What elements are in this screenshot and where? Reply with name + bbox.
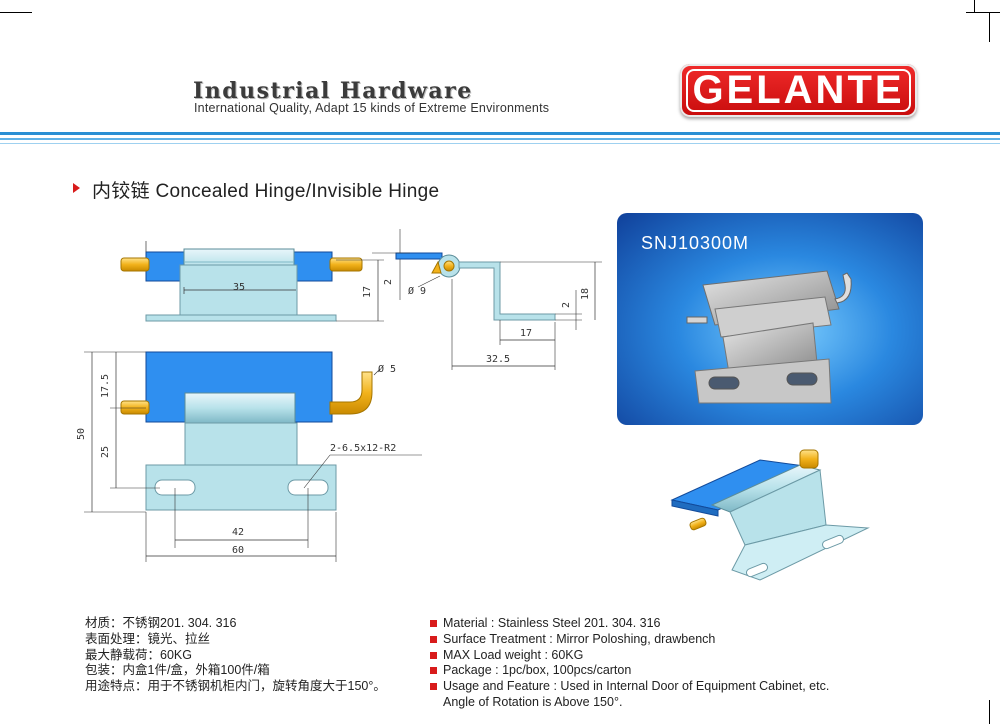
logo-text: GELANTE	[686, 68, 911, 112]
spec-en-item-cont: Angle of Rotation is Above 150°.	[430, 695, 829, 711]
bullet-icon	[430, 683, 437, 691]
spec-en-item: Package : 1pc/box, 100pcs/carton	[430, 663, 829, 679]
crop-mark	[974, 0, 975, 12]
spec-en-text: MAX Load weight : 60KG	[443, 647, 584, 662]
header-divider	[0, 132, 1000, 135]
crop-mark	[0, 12, 32, 13]
crop-mark	[989, 12, 990, 42]
spec-en-text: Material : Stainless Steel 201. 304. 316	[443, 616, 661, 630]
dim-17-5: 17.5	[100, 374, 111, 398]
spec-en-text: Surface Treatment : Mirror Poloshing, dr…	[443, 631, 716, 646]
dim-2-right: 2	[561, 302, 572, 308]
spec-cn-line: 包装：内盒1件/盒，外箱100件/箱	[85, 663, 270, 678]
spec-en-item: Material : Stainless Steel 201. 304. 316	[430, 616, 829, 632]
spec-cn-line: 最大静载荷：60KG	[85, 647, 192, 662]
top-view: 35 17	[120, 241, 384, 322]
dim-60: 60	[232, 545, 244, 556]
model-number: SNJ10300M	[641, 233, 750, 253]
side-view: 2 Ø 9 2 18 17 32.5	[372, 229, 602, 370]
spec-en-item: Surface Treatment : Mirror Poloshing, dr…	[430, 632, 829, 648]
dim-dia-5: Ø 5	[378, 363, 396, 375]
spec-cn-line: 材质：不锈钢201. 304. 316	[85, 616, 237, 630]
dim-35: 35	[233, 282, 245, 293]
brand-subtitle: International Quality, Adapt 15 kinds of…	[194, 101, 550, 115]
front-view: Ø 5 50 17.5 25 2-6.5x12-R2 42 60	[76, 351, 422, 562]
crop-mark	[966, 12, 1000, 13]
bullet-icon	[430, 651, 437, 659]
brand-title: Industrial Hardware	[193, 78, 473, 104]
specs-english: Material : Stainless Steel 201. 304. 316…	[430, 616, 829, 711]
spec-cn-line: 表面处理：镜光、拉丝	[85, 631, 211, 646]
spec-en-text: Package : 1pc/box, 100pcs/carton	[443, 663, 632, 678]
bullet-icon	[430, 620, 437, 627]
specs-chinese: 材质：不锈钢201. 304. 316 表面处理：镜光、拉丝 最大静载荷：60K…	[85, 616, 386, 695]
spec-en-item: Usage and Feature : Used in Internal Doo…	[430, 679, 829, 695]
section-arrow-icon	[73, 183, 80, 193]
dim-17-side: 17	[520, 328, 532, 339]
dim-50: 50	[76, 428, 87, 440]
crop-mark	[989, 700, 990, 724]
dim-18: 18	[580, 288, 591, 300]
section-title: 内铰链 Concealed Hinge/Invisible Hinge	[92, 181, 440, 202]
product-photo: SNJ10300M	[617, 213, 923, 425]
bullet-icon	[430, 667, 437, 675]
spec-cn-line: 用途特点：用于不锈钢机柜内门，旋转角度大于150°。	[85, 679, 386, 694]
spec-en-text: Usage and Feature : Used in Internal Doo…	[443, 679, 830, 694]
bullet-icon	[430, 635, 437, 643]
dim-32-5: 32.5	[486, 354, 510, 365]
dim-25: 25	[100, 446, 111, 458]
dim-2-top: 2	[383, 279, 394, 285]
hinge-photo-render	[686, 270, 852, 404]
hinge-3d-illustration	[670, 449, 870, 581]
dim-dia-9: Ø 9	[408, 285, 426, 297]
dim-17: 17	[362, 286, 373, 298]
spec-en-item: MAX Load weight : 60KG	[430, 648, 829, 664]
header-divider	[0, 138, 1000, 140]
header-divider	[0, 143, 1000, 144]
dim-42: 42	[232, 527, 244, 538]
dim-slot: 2-6.5x12-R2	[330, 443, 396, 454]
spec-en-text: Angle of Rotation is Above 150°.	[443, 694, 623, 709]
gelante-logo: GELANTE	[680, 64, 917, 117]
